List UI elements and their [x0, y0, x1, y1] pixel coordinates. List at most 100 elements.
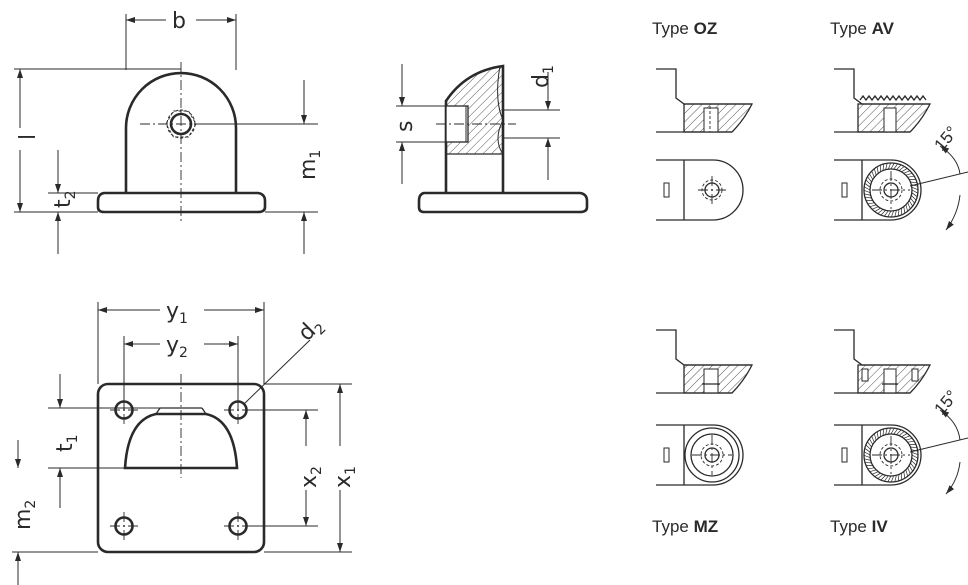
knurl-tick — [871, 435, 875, 443]
knurl-tick — [864, 183, 871, 188]
knurl-tick — [871, 170, 875, 178]
knurl-tick — [864, 186, 871, 191]
knurl-tick — [901, 168, 908, 173]
dim-t2: t2 — [51, 190, 79, 208]
knurl-tick — [874, 472, 881, 477]
knurl-tick — [869, 173, 874, 180]
dim-m1-main: m — [296, 159, 321, 180]
knurl-tick — [887, 162, 892, 170]
dim-l: l — [16, 134, 41, 140]
knurl-tick — [911, 195, 917, 201]
knurl-tick — [893, 163, 898, 170]
type-mz-detail — [656, 329, 754, 486]
knurl-tick — [898, 166, 905, 171]
knurl-tick — [905, 172, 913, 176]
knurl-tick — [890, 475, 895, 483]
knurl-tick — [864, 451, 871, 456]
dim-x1-sub: 1 — [343, 466, 359, 475]
dim-m1-sub: 1 — [308, 150, 324, 159]
front-view — [8, 8, 318, 254]
knurl-tick — [867, 176, 872, 183]
top-view — [12, 296, 354, 585]
knurl-tick — [873, 433, 877, 441]
knurl-tick — [903, 471, 906, 479]
knurl-tick — [905, 469, 909, 477]
knurl-tick — [869, 469, 877, 473]
knurl-tick — [907, 202, 911, 210]
knurl-tick — [910, 446, 918, 449]
label-type-av: Type AV — [830, 19, 895, 38]
dim-s: s — [393, 121, 418, 132]
knurl-tick — [882, 163, 885, 171]
angle-label-av: 15° — [931, 123, 962, 155]
label-type-iv-prefix: Type — [830, 517, 872, 536]
knurl-tick — [887, 475, 892, 482]
knurl-tick — [867, 202, 875, 205]
knurl-tick — [911, 451, 919, 456]
dim-t1-main: t — [53, 443, 78, 452]
label-type-av-prefix: Type — [830, 19, 872, 38]
type-av-detail — [834, 68, 968, 231]
knurl-tick — [869, 204, 877, 208]
knurl-tick — [910, 197, 915, 204]
knurl-tick — [911, 460, 917, 466]
knurl-tick — [908, 200, 913, 207]
dim-t2-sub: 2 — [63, 190, 79, 199]
knurl-tick — [911, 192, 918, 197]
dim-m1: m1 — [296, 150, 324, 180]
knurl-tick — [911, 189, 918, 194]
label-type-oz-prefix: Type — [652, 19, 694, 38]
angle-label-iv: 15° — [931, 387, 962, 419]
knurl-tick — [910, 462, 915, 469]
dim-y2-sub: 2 — [179, 345, 188, 361]
label-type-mz-code: MZ — [694, 517, 719, 536]
knurl-tick — [865, 444, 871, 450]
dim-m2: m2 — [11, 500, 39, 530]
label-type-iv: Type IV — [830, 517, 888, 536]
knurl-tick — [907, 467, 911, 475]
knurl-tick — [911, 454, 918, 459]
knurl-tick — [863, 454, 871, 459]
label-type-oz: Type OZ — [652, 19, 717, 38]
knurl-tick — [890, 210, 895, 218]
knurl-tick — [905, 437, 913, 441]
knurl-tick — [905, 204, 909, 212]
dim-y2-main: y — [166, 333, 179, 358]
knurl-tick — [896, 164, 902, 170]
knurl-tick — [885, 163, 888, 170]
dim-m2-sub: 2 — [23, 500, 39, 509]
knurl-tick — [864, 458, 871, 461]
knurl-tick — [910, 181, 918, 184]
knurl-tick — [908, 465, 913, 472]
knurl-tick — [864, 193, 871, 196]
knurl-tick — [874, 207, 881, 212]
knurl-tick — [867, 441, 872, 448]
dim-m2-main: m — [11, 509, 36, 530]
knurl-tick — [873, 168, 877, 176]
dim-x1-main: x — [331, 475, 356, 488]
dim-x1: x1 — [331, 466, 359, 488]
knurl-tick — [880, 210, 886, 216]
dim-d1-sub: 1 — [541, 65, 557, 74]
dim-y1: y1 — [166, 299, 188, 327]
type-iv-detail — [834, 329, 968, 495]
knurl-tick — [897, 474, 900, 482]
dim-d1-main: d — [529, 74, 554, 88]
knurl-tick — [896, 429, 902, 435]
knurl-tick — [876, 166, 879, 174]
dim-x2-main: x — [297, 475, 322, 488]
dim-y2: y2 — [166, 333, 188, 361]
knurl-tick — [911, 457, 918, 462]
knurl-tick — [907, 440, 915, 443]
knurl-tick — [903, 170, 911, 174]
knurl-tick — [864, 196, 872, 199]
knurl-tick — [880, 475, 886, 481]
knurl-tick — [894, 475, 897, 482]
label-type-mz: Type MZ — [652, 517, 718, 536]
knurl-tick — [885, 428, 888, 435]
knurl-tick — [893, 428, 898, 435]
knurl-tick — [911, 186, 919, 191]
knurl-tick — [882, 428, 885, 436]
dim-y1-main: y — [166, 299, 179, 324]
